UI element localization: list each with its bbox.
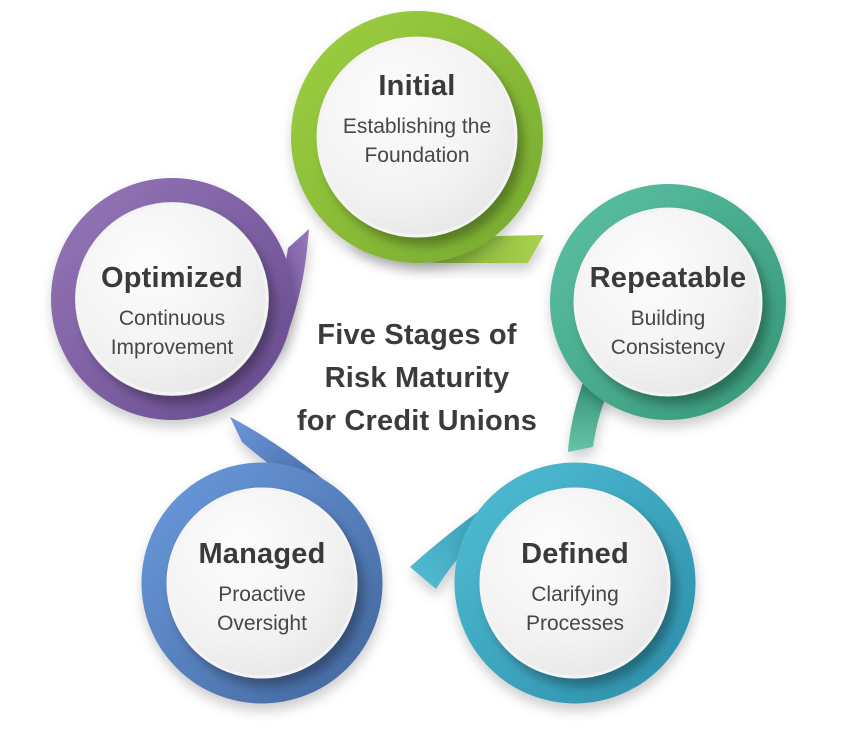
stage-face-managed — [166, 487, 358, 679]
stage-face-initial — [316, 36, 518, 238]
stage-face-repeatable — [573, 207, 763, 397]
stage-node-defined — [410, 462, 696, 704]
stage-ring-initial — [291, 11, 543, 263]
stage-ring-managed — [141, 462, 383, 704]
stage-face-defined — [479, 487, 671, 679]
diagram-title-line: Risk Maturity — [324, 362, 510, 394]
stage-node-repeatable — [550, 184, 786, 452]
stage-node-managed — [141, 417, 383, 704]
stage-ring-optimized — [51, 178, 293, 420]
stage-ring-defined — [454, 462, 696, 704]
diagram-title-line: for Credit Unions — [296, 405, 538, 437]
diagram-title: Five Stages of Risk Maturity for Credit … — [277, 314, 557, 443]
stage-node-initial — [291, 11, 544, 263]
diagram-title-line: Five Stages of — [317, 319, 517, 351]
stage-node-optimized — [51, 178, 309, 420]
stage-ring-repeatable — [550, 184, 786, 420]
stage-face-optimized — [75, 202, 269, 396]
